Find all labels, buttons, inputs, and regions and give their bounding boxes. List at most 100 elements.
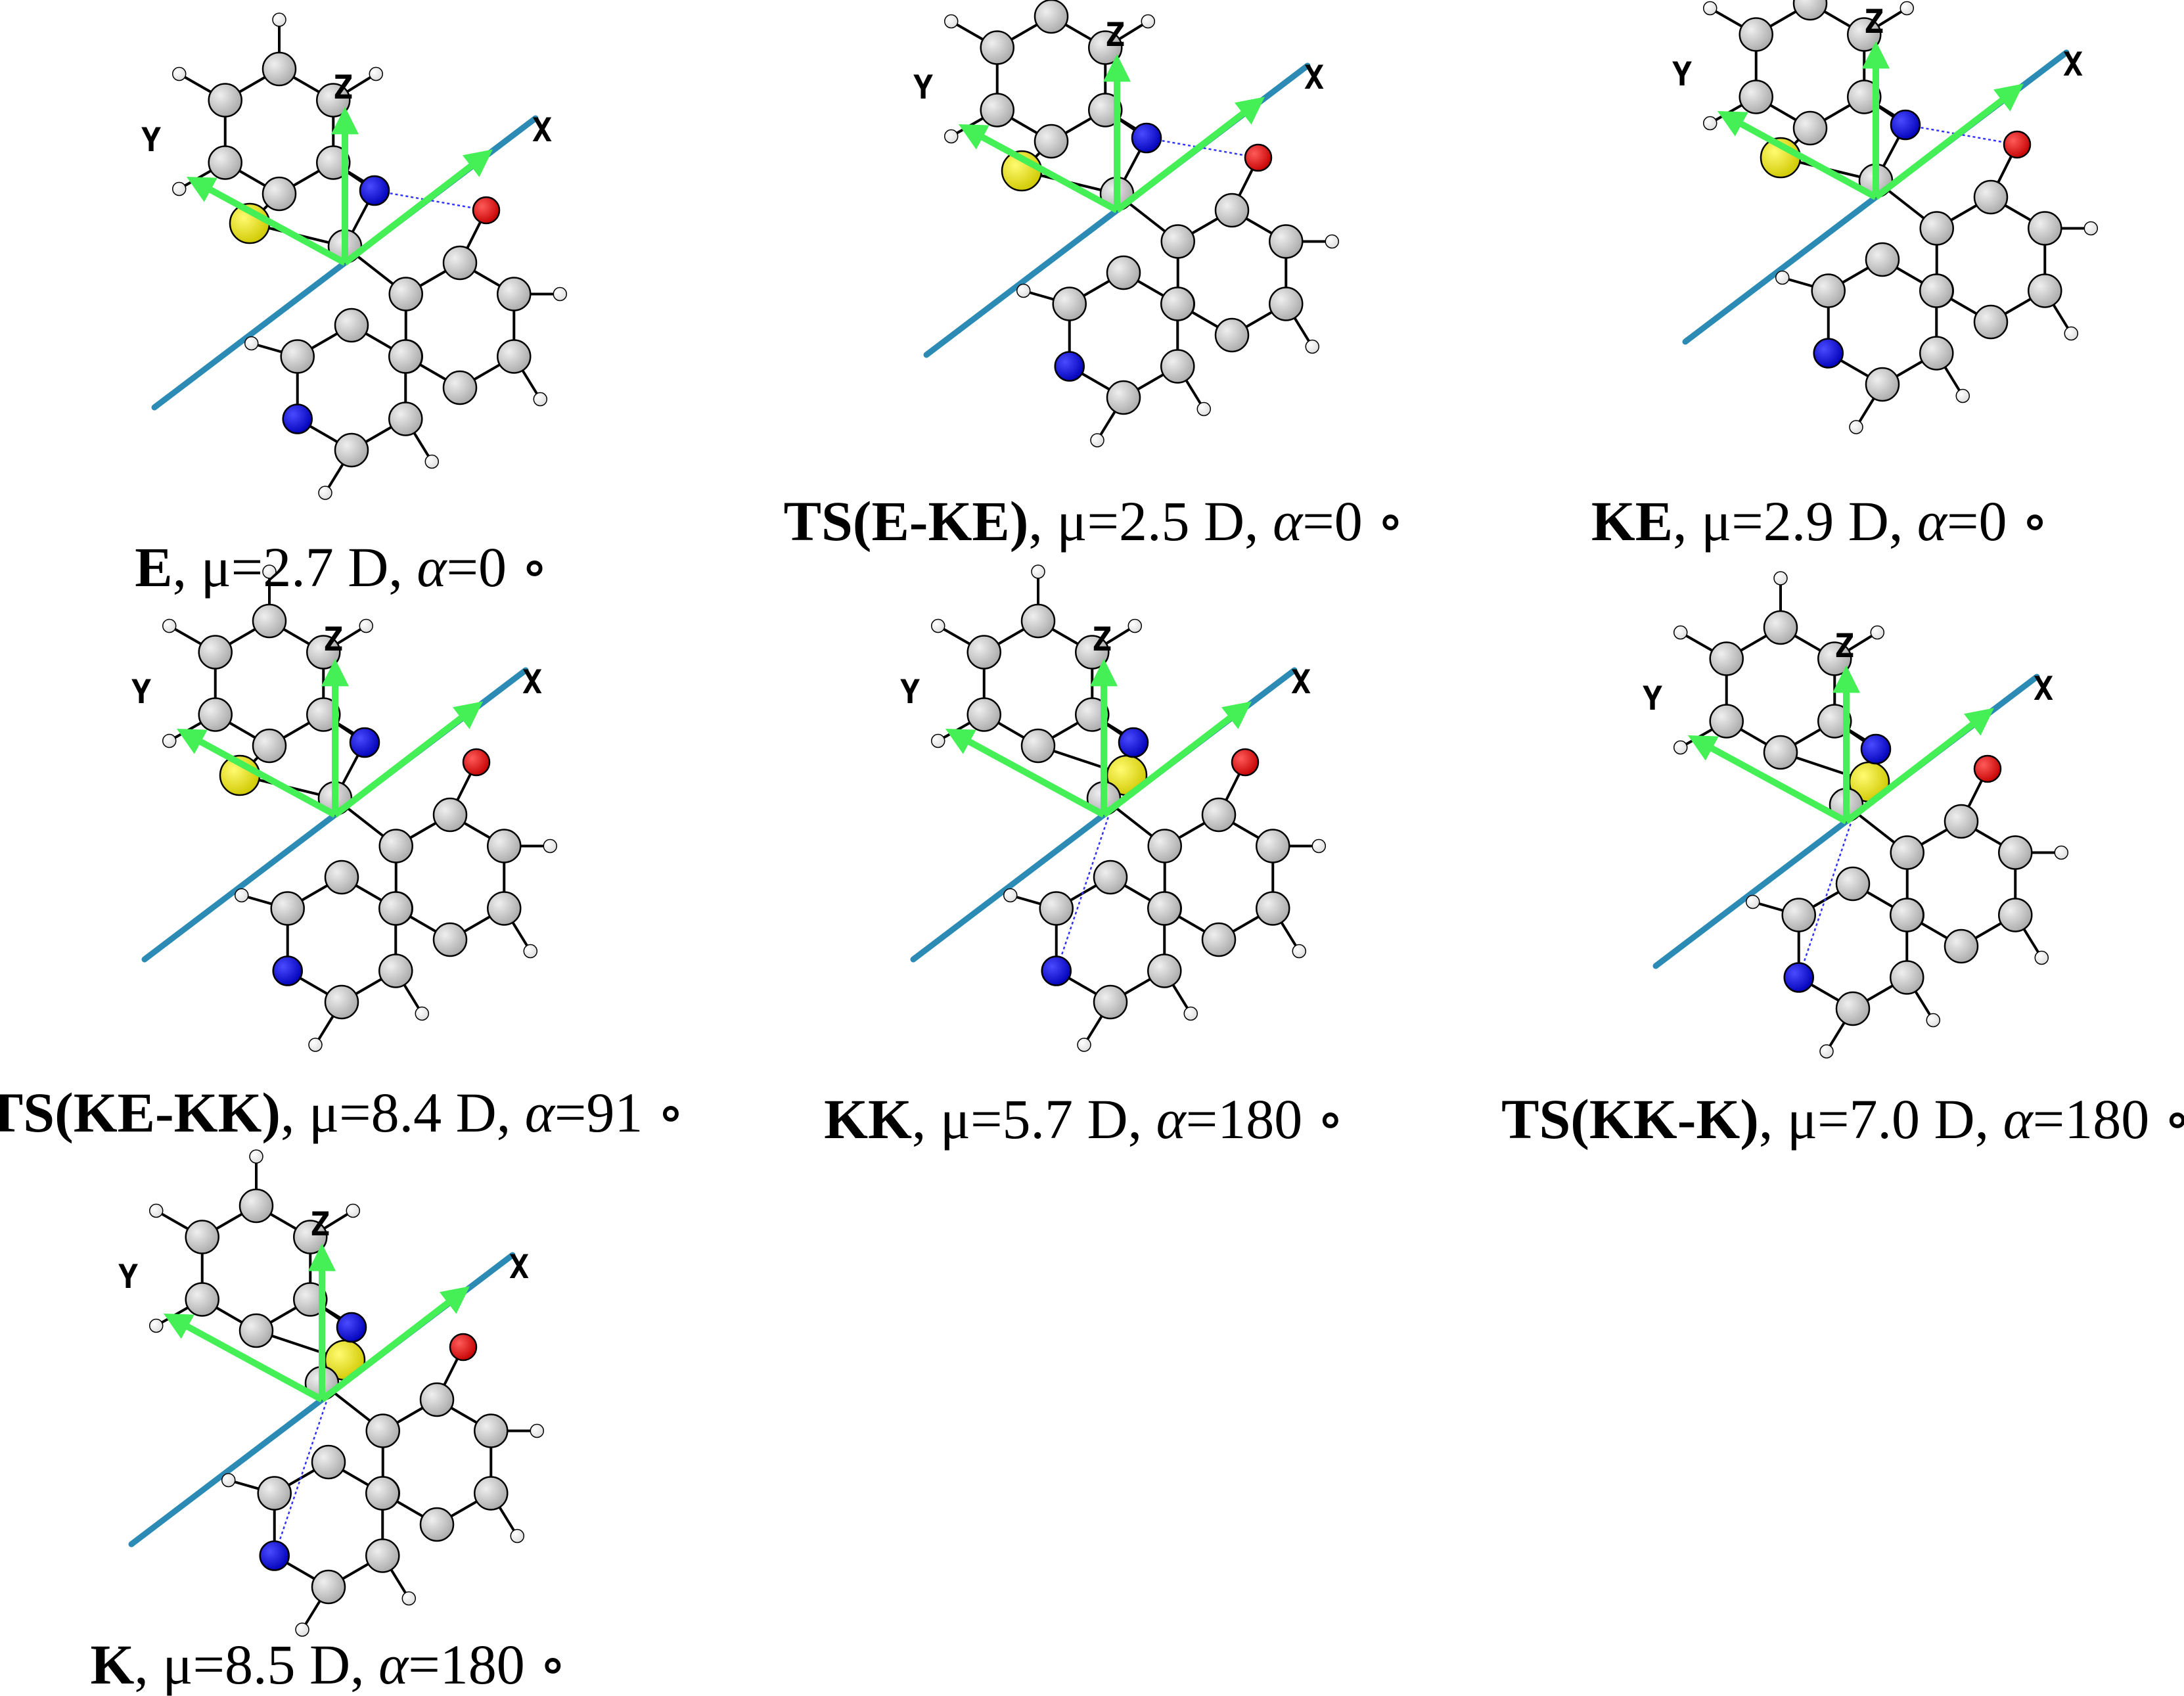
hydrogen-atom — [318, 486, 332, 500]
caption-TS_KE_KK: TS(KE-KK), μ=8.4 D, α=91 ∘ — [0, 1084, 685, 1141]
carbon-atom — [1919, 211, 1954, 246]
carbon-atom — [262, 176, 297, 212]
hydrogen-atom — [1292, 944, 1307, 959]
y-axis-label: Y — [1643, 679, 1662, 718]
y-axis-label: Y — [1672, 55, 1692, 93]
hydrogen-atom — [543, 838, 558, 854]
carbon-atom — [1214, 193, 1250, 228]
x-axis-arrow — [1114, 97, 1265, 213]
carbon-atom — [239, 1313, 274, 1348]
hydrogen-atom — [308, 1038, 323, 1052]
oxygen-atom — [472, 196, 501, 225]
carbon-atom — [1201, 922, 1237, 957]
carbon-atom — [487, 891, 522, 926]
carbon-atom — [1847, 80, 1882, 114]
carbon-atom — [497, 339, 532, 374]
molecule — [171, 12, 568, 500]
nitrogen-atom — [1813, 338, 1844, 369]
hydrogen-atom — [1141, 14, 1156, 29]
caption-KK: KK, μ=5.7 D, α=180 ∘ — [824, 1088, 1344, 1151]
carbon-atom — [1709, 641, 1744, 676]
nitrogen-atom — [1118, 727, 1149, 758]
carbon-atom — [1973, 179, 2009, 215]
carbon-atom — [1811, 273, 1846, 308]
panel-K: XYZ — [118, 1149, 545, 1637]
z-axis-label: Z — [310, 1205, 330, 1243]
carbon-atom — [1201, 797, 1237, 833]
hydrogen-atom — [171, 66, 187, 81]
structure-name: TS(KE-KK) — [0, 1081, 281, 1144]
carbon-atom — [1147, 953, 1182, 988]
carbon-atom — [365, 1538, 400, 1573]
carbon-atom — [334, 308, 369, 343]
carbon-atom — [1256, 829, 1290, 863]
molecule — [1673, 571, 2069, 1059]
hydrogen-atom — [1745, 894, 1760, 909]
carbon-atom — [185, 1220, 219, 1254]
hydrogen-atom — [1702, 1, 1718, 16]
molecule — [148, 1149, 545, 1637]
structure-name: E — [135, 536, 173, 599]
hydrogen-atom — [162, 733, 177, 748]
hydrogen-atom — [244, 336, 259, 351]
hydrogen-atom — [533, 392, 548, 407]
nitrogen-atom — [1041, 955, 1072, 986]
x-axis-label: X — [509, 1248, 529, 1286]
hydrogen-atom — [359, 618, 374, 633]
x-axis-arrow — [1844, 708, 1994, 824]
hydrogen-atom — [2054, 845, 2069, 860]
carbon-atom — [474, 1476, 509, 1511]
carbon-atom — [1020, 728, 1056, 764]
alpha-symbol: α — [1273, 490, 1303, 553]
y-axis-label: Y — [913, 68, 933, 106]
carbon-atom — [497, 277, 532, 311]
carbon-atom — [1792, 110, 1828, 146]
y-axis-arrow — [1687, 735, 1848, 825]
panel-KK: XYZ — [900, 564, 1327, 1052]
hydrogen-atom — [234, 888, 249, 903]
carbon-atom — [270, 891, 305, 926]
nitrogen-atom — [359, 175, 390, 206]
nitrogen-atom — [1131, 122, 1162, 154]
hydrogen-bond — [1798, 748, 1877, 978]
carbon-atom — [419, 1382, 455, 1417]
panel-KE: XYZ — [1672, 0, 2099, 434]
carbon-atom — [239, 1188, 274, 1224]
hydrogen-atom — [1003, 888, 1018, 903]
x-axis-label: X — [532, 111, 552, 149]
carbon-atom — [1763, 610, 1798, 645]
z-axis-label: Z — [1834, 627, 1854, 665]
carbon-atom — [432, 797, 468, 833]
x-axis-label: X — [522, 663, 542, 701]
y-axis-label: Y — [131, 673, 151, 711]
carbon-atom — [316, 145, 351, 180]
carbon-atom — [1890, 835, 1924, 870]
structure-name: KK — [824, 1088, 912, 1151]
carbon-atom — [967, 635, 1001, 670]
x-axis-arrow — [1101, 701, 1252, 817]
panel-TS_E_KE: X Y Z — [913, 0, 1340, 447]
hydrogen-atom — [1311, 838, 1327, 854]
carbon-atom — [1763, 735, 1798, 770]
oxygen-atom — [462, 748, 491, 777]
hydrogen-atom — [415, 1006, 430, 1021]
carbon-atom — [1973, 304, 2009, 340]
carbon-atom — [1919, 273, 1954, 308]
panel-TS_KE_KK: XYZ — [131, 564, 558, 1052]
carbon-atom — [1835, 991, 1871, 1026]
hydrogen-atom — [1016, 283, 1031, 298]
carbon-atom — [257, 1476, 292, 1511]
x-axis-label: X — [2063, 45, 2083, 83]
hydrogen-atom — [1127, 618, 1143, 633]
hydrogen-atom — [2064, 326, 2079, 341]
hydrogen-atom — [295, 1622, 309, 1637]
molecule — [162, 564, 558, 1052]
carbon-atom — [1088, 93, 1123, 127]
carbon-atom — [388, 401, 423, 436]
carbon-atom — [1147, 891, 1182, 926]
z-axis-label: Z — [1105, 16, 1125, 54]
x-axis-label: X — [1304, 58, 1324, 97]
hydrogen-atom — [162, 618, 177, 633]
hydrogen-atom — [1955, 388, 1970, 403]
hydrogen-atom — [1090, 433, 1104, 447]
